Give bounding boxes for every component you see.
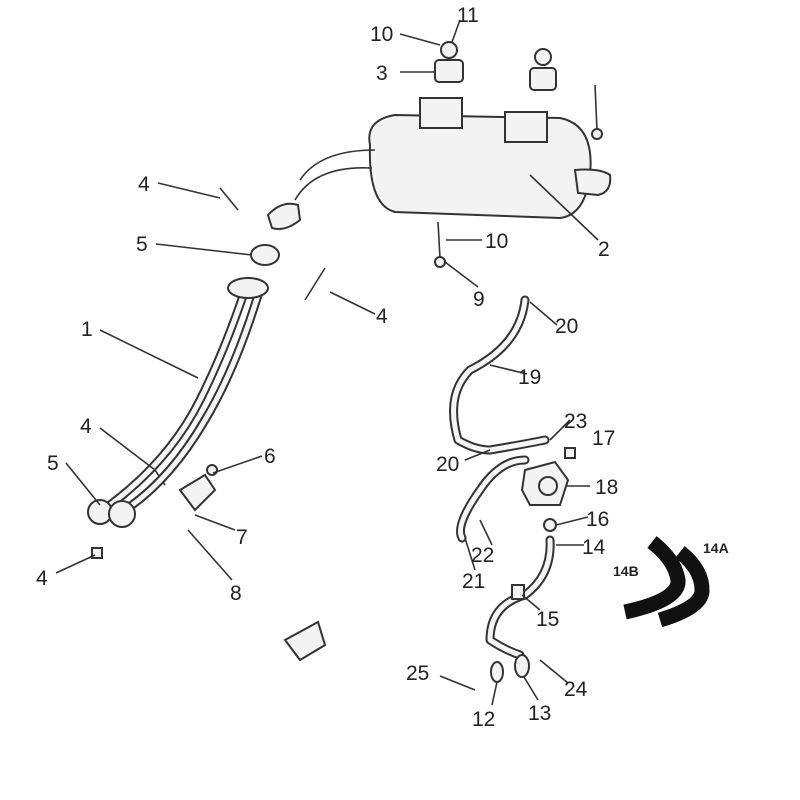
bolts <box>91 84 603 559</box>
clamp-part-12 <box>490 661 504 683</box>
label-21: 21 <box>462 570 485 593</box>
hoses <box>449 295 555 660</box>
muffler-part-2 <box>266 97 612 230</box>
head-pipe-part-1 <box>87 277 269 528</box>
label-17: 17 <box>592 427 615 450</box>
label-3: 3 <box>376 62 388 85</box>
label-10: 10 <box>370 23 393 46</box>
label-14: 14 <box>582 536 606 559</box>
label-14b: 14B <box>613 563 639 579</box>
label-5: 5 <box>47 452 59 475</box>
label-22: 22 <box>471 544 494 567</box>
label-15: 15 <box>536 608 559 631</box>
leader-lines <box>55 19 599 706</box>
gasket-part-5 <box>250 244 280 266</box>
mount-rubber-part-3 <box>434 41 557 91</box>
label-12: 12 <box>472 708 495 731</box>
label-25: 25 <box>406 662 429 685</box>
label-4: 4 <box>36 567 48 590</box>
label-23: 23 <box>564 410 587 433</box>
label-5: 5 <box>136 233 148 256</box>
label-14a: 14A <box>703 540 729 556</box>
label-6: 6 <box>264 445 276 468</box>
label-1: 1 <box>81 318 93 341</box>
label-8: 8 <box>230 582 242 605</box>
label-24: 24 <box>564 678 588 701</box>
label-20: 20 <box>555 315 578 338</box>
label-2: 2 <box>598 238 610 261</box>
label-13: 13 <box>528 702 551 725</box>
label-18: 18 <box>595 476 618 499</box>
label-10: 10 <box>485 230 508 253</box>
label-16: 16 <box>586 508 609 531</box>
flange-part-6 <box>178 473 217 512</box>
part-labels: 11 10 3 4 5 10 2 9 4 20 1 19 23 17 4 6 2… <box>36 4 729 731</box>
clamp-part-13 <box>514 654 530 678</box>
hose-14a-14b <box>623 536 710 628</box>
label-9: 9 <box>473 288 485 311</box>
bracket <box>283 620 327 662</box>
label-19: 19 <box>518 366 541 389</box>
label-7: 7 <box>236 526 248 549</box>
label-20: 20 <box>436 453 459 476</box>
label-11: 11 <box>457 4 479 27</box>
label-4: 4 <box>376 305 388 328</box>
label-4: 4 <box>138 173 150 196</box>
air-valve-part-18 <box>520 447 576 532</box>
label-4: 4 <box>80 415 92 438</box>
